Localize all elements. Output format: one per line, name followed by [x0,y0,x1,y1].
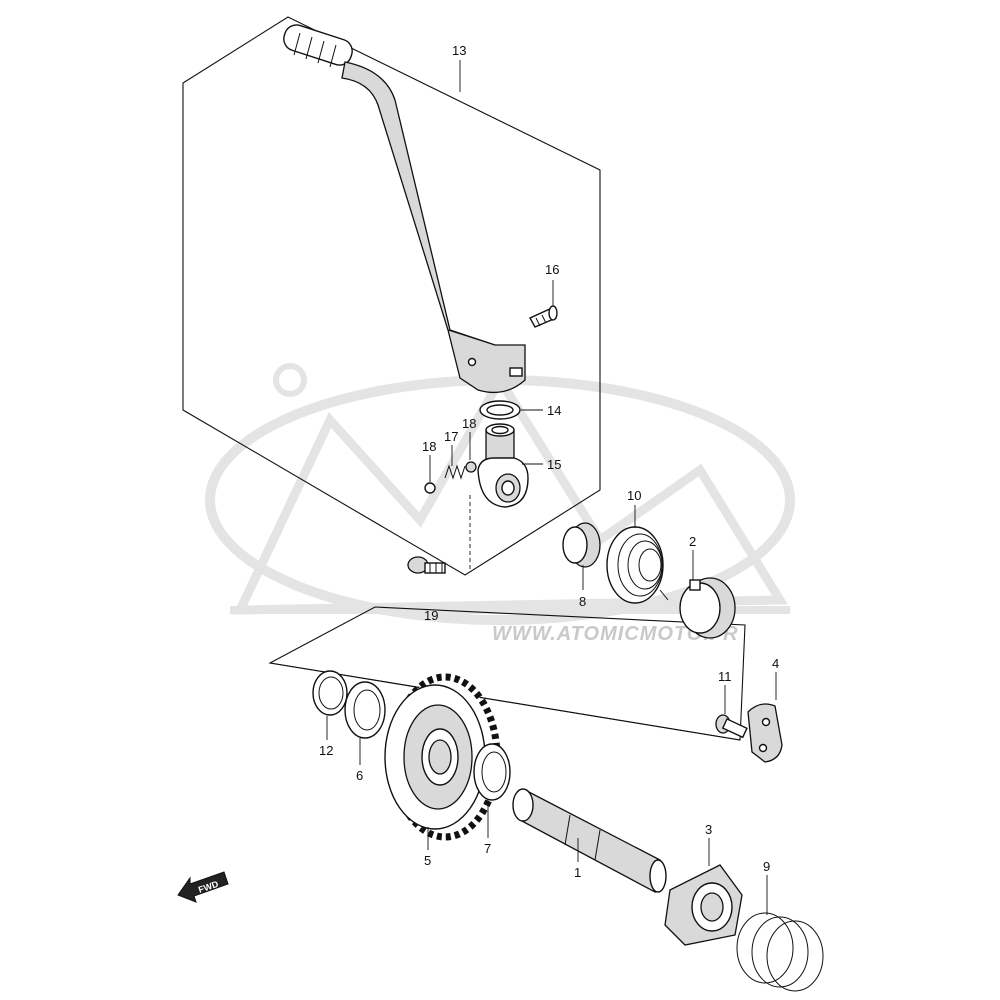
ratchet-3-part[interactable] [664,864,743,946]
watermark-site-text: WWW.ATOMICMOTO.FR [492,623,739,645]
callout-11: 11 [718,669,732,684]
kick-shaft-1-part[interactable] [512,788,667,894]
callout-15: 15 [547,457,561,472]
kick-gear-5-part[interactable] [384,673,501,841]
kick-lever-part[interactable] [281,22,526,394]
callout-3: 3 [705,822,712,837]
bolt-16-part[interactable] [529,305,558,328]
bolt-19-part[interactable] [407,556,446,574]
kick-boss-15-part[interactable] [477,423,529,508]
callout-labels: 13 16 14 15 18 17 18 10 2 8 19 11 4 12 6… [319,43,779,880]
spring-9-part[interactable] [736,912,824,992]
fwd-arrow-icon: FWD [177,871,229,903]
bushing-8-part[interactable] [562,522,601,568]
washer-7-part[interactable] [473,743,511,801]
callout-17: 17 [444,429,458,444]
callout-9: 9 [763,859,770,874]
callout-10: 10 [627,488,641,503]
callout-12: 12 [319,743,333,758]
washer-6-part[interactable] [344,681,386,739]
callout-18-right: 18 [462,416,476,431]
callout-16: 16 [545,262,559,277]
ball-18-left-part[interactable] [424,482,436,494]
kick-spring-10-part[interactable] [606,526,669,604]
spring-guide-2-part[interactable] [679,577,736,639]
callout-4: 4 [772,656,779,671]
leader-lines [326,60,777,915]
washer-14-part[interactable] [479,400,521,420]
ball-18-right-part[interactable] [465,461,477,473]
callout-1: 1 [574,865,581,880]
callout-8: 8 [579,594,586,609]
callout-14: 14 [547,403,561,418]
callout-18-left: 18 [422,439,436,454]
callout-6: 6 [356,768,363,783]
callout-19: 19 [424,608,438,623]
spring-17-part[interactable] [444,464,466,480]
callout-5: 5 [424,853,431,868]
upper-assembly-frame [182,16,601,576]
callout-13: 13 [452,43,466,58]
callout-7: 7 [484,841,491,856]
bolt-11-part[interactable] [715,714,748,739]
circlip-12-part[interactable] [312,670,348,716]
callout-2: 2 [689,534,696,549]
stopper-plate-4-part[interactable] [747,703,783,763]
